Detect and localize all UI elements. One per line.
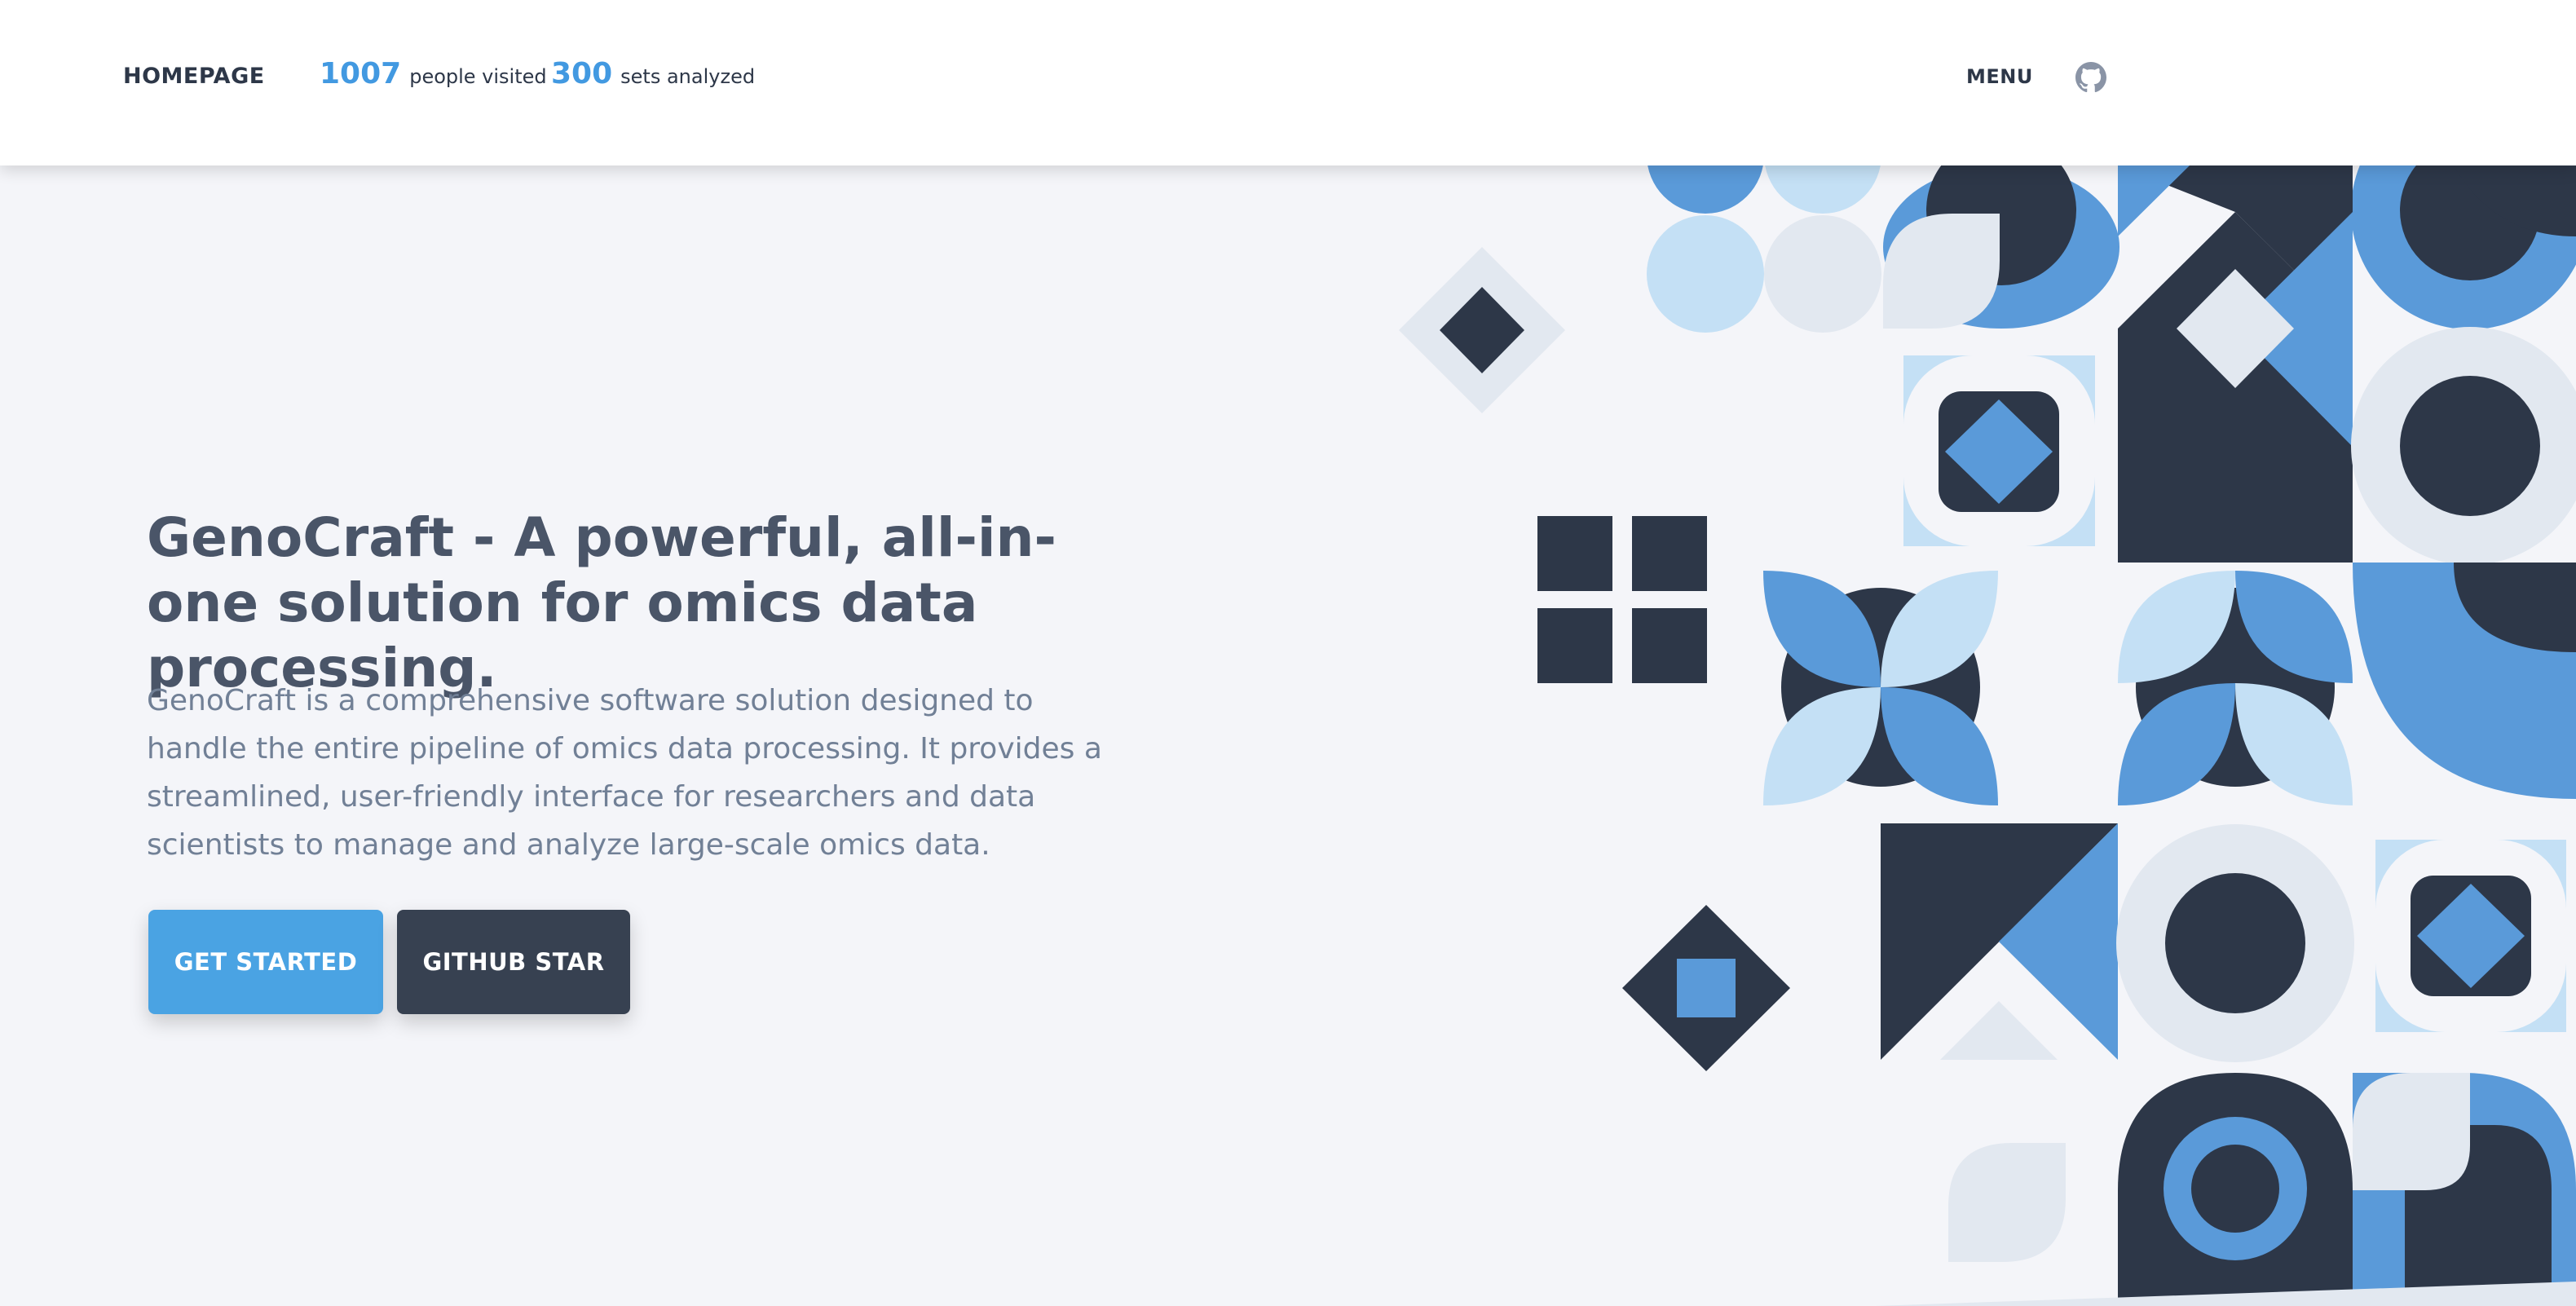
- gray-ring-lower-shape: [2116, 824, 2354, 1062]
- four-squares-shape: [1537, 516, 1707, 683]
- sets-label: sets analyzed: [620, 65, 756, 88]
- arch-bottom-shape: [2353, 1073, 2576, 1306]
- hero-title: GenoCraft - A powerful, all-in-one solut…: [147, 506, 1056, 699]
- clover-diamond-tile: [1903, 355, 2095, 546]
- diamond-square-shape: [1622, 905, 1790, 1071]
- corner-arc-shape: [2454, 165, 2576, 236]
- flower-shape-left: [1763, 571, 1998, 805]
- menu-button[interactable]: MENU: [1966, 65, 2033, 88]
- visitors-stat: 1007 people visited: [320, 57, 547, 90]
- visitors-count: 1007: [320, 57, 402, 90]
- visitors-label: people visited: [409, 65, 547, 88]
- concentric-ring-shape: [2118, 1073, 2353, 1306]
- github-link[interactable]: [2075, 62, 2106, 93]
- big-triangle-tile: [1881, 823, 2118, 1060]
- clover-diamond-tile-lower: [2375, 840, 2566, 1032]
- quarter-circle-shape: [2353, 563, 2576, 799]
- homepage-link[interactable]: HOMEPAGE: [123, 64, 265, 89]
- hero-description: GenoCraft is a comprehensive software so…: [147, 684, 1102, 862]
- arch-leaf-shape: [1883, 165, 2119, 329]
- sets-stat: 300 sets analyzed: [551, 57, 755, 90]
- navbar: HOMEPAGE 1007 people visited 300 sets an…: [0, 0, 2576, 165]
- gray-ring-shape: [2351, 327, 2576, 565]
- small-diamond-shape: [1399, 247, 1565, 413]
- leaf-shape: [1948, 1143, 2066, 1262]
- get-started-button[interactable]: GET STARTED: [148, 910, 383, 1014]
- github-icon: [2075, 62, 2106, 93]
- bottom-strip-shape: [1875, 1282, 2576, 1306]
- triangle-diamond-tile: [2118, 165, 2353, 563]
- sets-count: 300: [551, 57, 613, 90]
- flower-shape-right: [2118, 571, 2353, 805]
- github-star-button[interactable]: GITHUB STAR: [397, 910, 630, 1014]
